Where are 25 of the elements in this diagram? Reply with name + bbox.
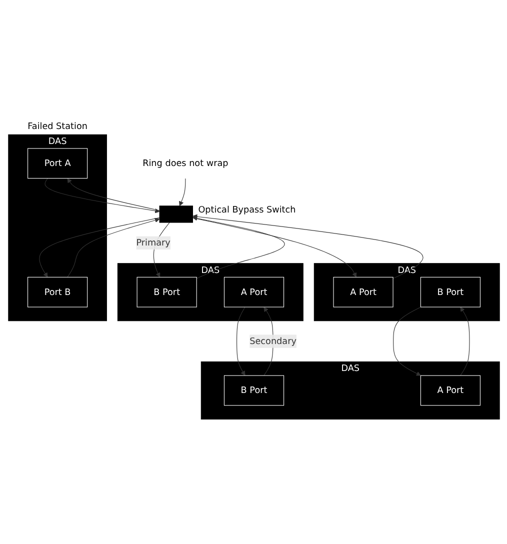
arrow	[66, 218, 160, 278]
node-box	[158, 206, 192, 223]
arrow	[392, 306, 421, 376]
node-text: Ring does not wrap	[142, 158, 228, 169]
edge-label: Secondary	[249, 336, 296, 346]
arrow	[178, 178, 186, 206]
arrow	[44, 178, 160, 214]
node-box: B Port	[136, 277, 196, 308]
arrow	[192, 214, 423, 279]
arrow	[460, 307, 470, 376]
arrow	[236, 306, 245, 376]
station-caption: Failed Station	[27, 122, 87, 132]
station-caption: Optical Bypass Switch	[198, 206, 296, 216]
arrow	[38, 218, 160, 278]
arrow	[192, 216, 284, 279]
node-box: A Port	[332, 277, 393, 308]
node-box: A Port	[223, 277, 284, 308]
node-box: A Port	[420, 375, 480, 406]
edge-label: Primary	[136, 238, 170, 248]
node-box: Port B	[27, 277, 88, 308]
node-box: B Port	[420, 277, 480, 308]
arrow	[66, 178, 160, 211]
node-box: B Port	[223, 375, 284, 406]
arrow	[192, 218, 356, 278]
node-box: Port A	[27, 148, 88, 179]
